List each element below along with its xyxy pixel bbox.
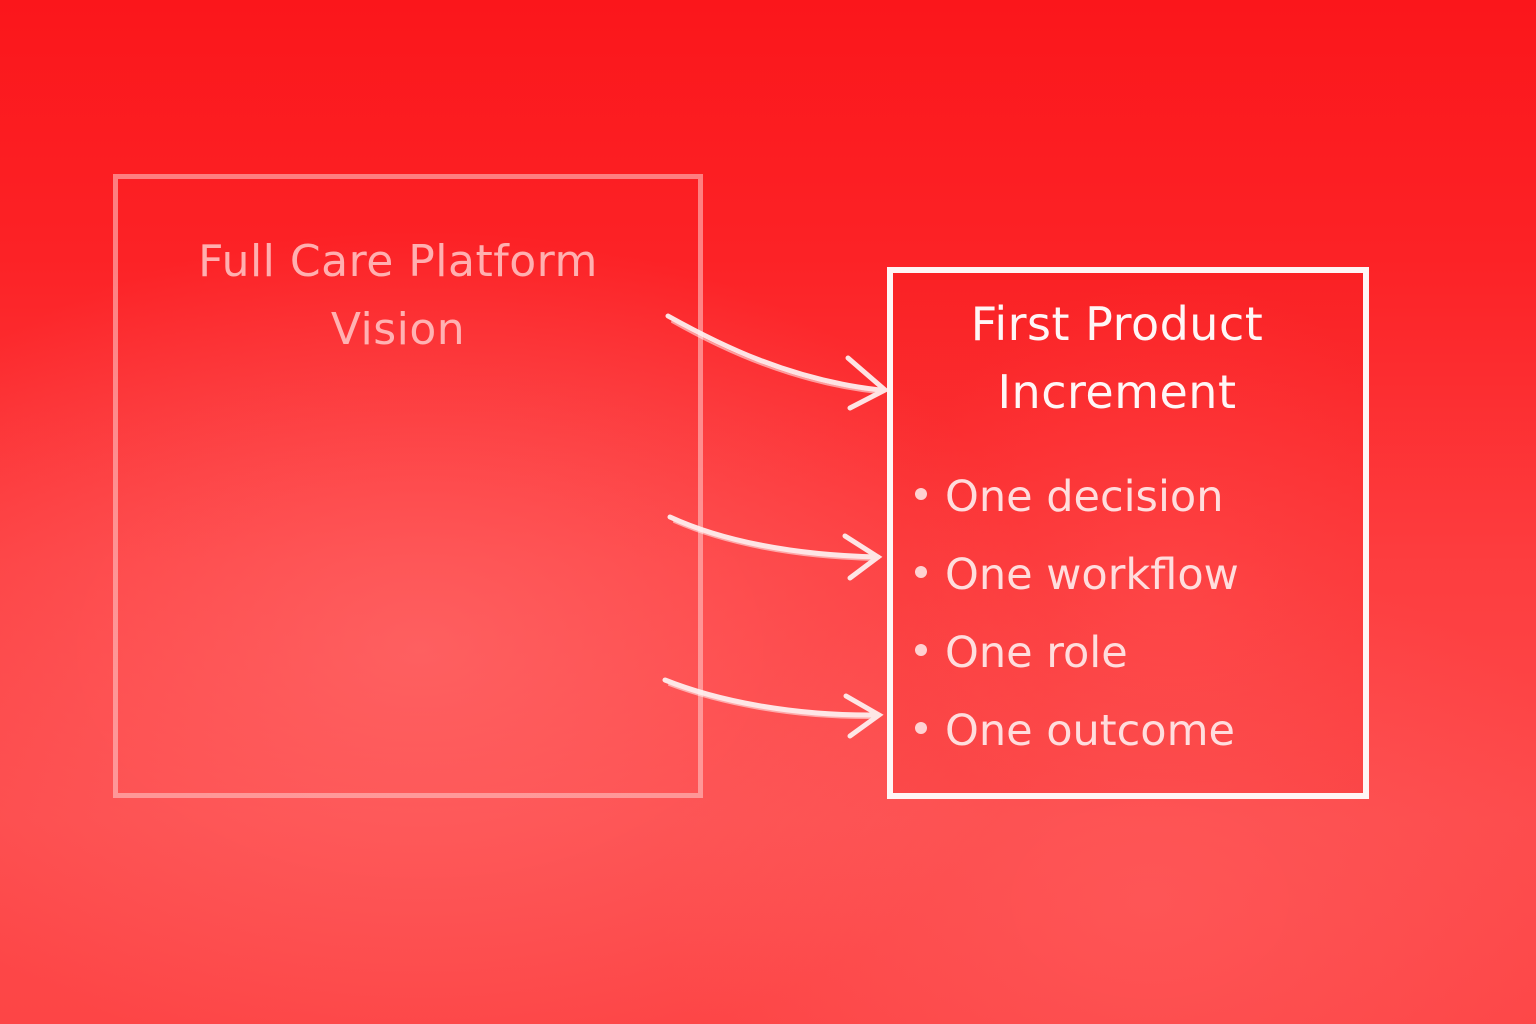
bullet-label: One role (945, 628, 1128, 678)
vision-title-line-2: Vision (330, 304, 466, 355)
bullet-dot-icon (915, 644, 927, 656)
increment-title-line-2: Increment (997, 365, 1237, 419)
vision-title-line-1: Full Care Platform (198, 236, 598, 287)
bullet-item: One workflow (915, 536, 1239, 614)
bullet-item: One role (915, 614, 1239, 692)
full-care-platform-vision-box (113, 174, 703, 798)
bullet-dot-icon (915, 488, 927, 500)
vision-box-title: Full Care Platform Vision (113, 228, 683, 364)
bullet-label: One decision (945, 472, 1224, 522)
bullet-dot-icon (915, 566, 927, 578)
increment-title-line-1: First Product (970, 297, 1264, 351)
increment-bullet-list: One decision One workflow One role One o… (915, 458, 1239, 770)
bullet-label: One workflow (945, 550, 1239, 600)
bullet-label: One outcome (945, 706, 1235, 756)
bullet-item: One outcome (915, 692, 1239, 770)
bullet-dot-icon (915, 722, 927, 734)
bullet-item: One decision (915, 458, 1239, 536)
first-product-increment-box (887, 267, 1369, 799)
increment-box-title: First Product Increment (887, 290, 1347, 426)
